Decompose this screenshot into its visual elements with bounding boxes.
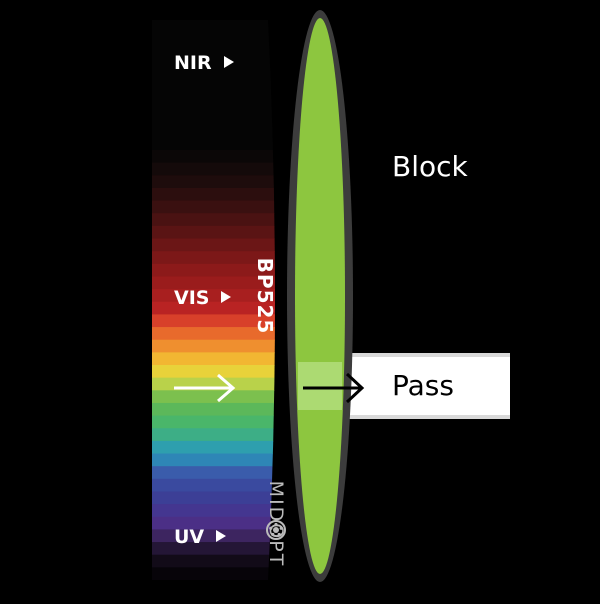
vis-label: VIS xyxy=(174,287,232,309)
spectrum-band xyxy=(152,289,275,303)
spectrum-band xyxy=(152,453,275,467)
spectrum-band xyxy=(152,529,275,543)
spectrum-band xyxy=(152,251,275,265)
spectrum-band xyxy=(152,554,275,568)
spectrum-band xyxy=(152,225,275,240)
spectrum-band xyxy=(152,466,275,480)
spectrum-band xyxy=(152,415,275,429)
spectrum-band xyxy=(152,263,275,278)
spectrum-band xyxy=(152,162,275,176)
spectrum-band xyxy=(152,276,275,290)
spectrum-band xyxy=(152,301,275,316)
block-label: Block xyxy=(392,150,468,183)
lens-beam-glow xyxy=(298,362,342,410)
right-triangle-icon xyxy=(221,291,232,303)
spectrum-band xyxy=(152,567,275,580)
spectrum-band xyxy=(152,20,275,150)
right-triangle-icon xyxy=(216,530,227,542)
spectrum-band xyxy=(152,238,275,252)
spectrum-band xyxy=(152,365,275,379)
spectrum-band xyxy=(152,428,275,442)
spectrum-strip xyxy=(152,20,275,580)
spectrum-band xyxy=(152,314,275,328)
spectrum-band xyxy=(152,175,275,189)
spectrum-band xyxy=(152,213,275,227)
pass-beam-bottom-edge xyxy=(292,415,510,419)
filter-model-label: BP525 xyxy=(253,257,277,335)
spectrum-band xyxy=(152,352,275,366)
spectrum-band xyxy=(152,187,275,202)
spectrum-band xyxy=(152,478,275,493)
pass-beam-top-edge xyxy=(292,353,510,357)
nir-label: NIR xyxy=(174,52,234,74)
spectrum-band xyxy=(152,440,275,455)
spectrum-band xyxy=(152,200,275,214)
spectrum-band xyxy=(152,150,275,164)
aperture-icon xyxy=(266,520,286,540)
right-triangle-icon xyxy=(223,56,234,68)
spectrum-band xyxy=(152,339,275,353)
brand-label: MIDOPT xyxy=(265,480,287,568)
spectrum-band xyxy=(152,402,275,417)
spectrum-band xyxy=(152,491,275,505)
pass-arrow-icon xyxy=(303,372,365,404)
lens-green xyxy=(295,18,345,574)
uv-label: UV xyxy=(174,526,227,548)
right-arrow-icon xyxy=(174,373,236,403)
pass-label: Pass xyxy=(392,369,454,402)
spectrum-band xyxy=(152,327,275,341)
spectrum-band xyxy=(152,542,275,556)
spectrum-band xyxy=(152,504,275,518)
spectrum-band xyxy=(152,516,275,531)
spectrum-band xyxy=(152,390,275,404)
